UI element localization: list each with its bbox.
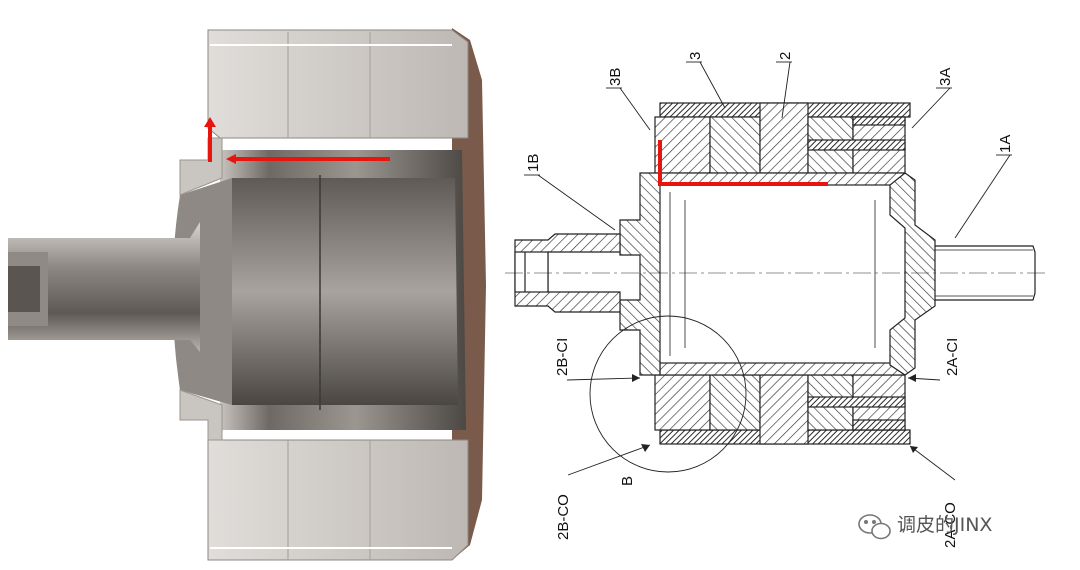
flow-path-section: [658, 140, 828, 186]
label-2b-co: 2B-CO: [555, 494, 572, 540]
end-cap-1b: [619, 172, 661, 376]
top-block-left: [654, 116, 711, 174]
label-2a-co: 2A-CO: [942, 502, 959, 548]
arrowhead-2aci: [908, 374, 916, 382]
watermark: 调皮的JINX: [858, 514, 992, 540]
hub-wall-lower: [179, 389, 223, 441]
detail-circle-b: [589, 315, 747, 473]
label-b: B: [619, 476, 636, 486]
arrowhead-2aco: [910, 446, 918, 453]
wechat-icon: [858, 514, 891, 540]
end-cap-1a: [889, 172, 936, 376]
drum-bore: [218, 178, 458, 405]
flow-arrow-render: [204, 117, 390, 164]
label-2b-ci: 2B-CI: [554, 338, 571, 376]
bottom-block-left: [654, 374, 711, 431]
output-shaft: [8, 222, 200, 352]
label-2a-ci: 2A-CI: [944, 338, 961, 376]
shaft-1a: [935, 245, 1036, 301]
rotor-cutaway-render: [8, 28, 486, 561]
top-magnet-block: [207, 29, 469, 139]
label-2: 2: [777, 52, 794, 60]
section-drawing: [505, 102, 1045, 473]
label-1b: 1B: [525, 154, 542, 172]
label-3b: 3B: [607, 68, 624, 86]
bottom-magnet-block: [207, 439, 469, 561]
label-1a: 1A: [997, 135, 1014, 153]
watermark-text: 调皮的JINX: [897, 514, 992, 536]
arrowhead-2bco: [641, 444, 650, 452]
bottom-block-2: [759, 374, 809, 445]
bottom-block-3: [709, 374, 761, 431]
label-3: 3: [687, 52, 704, 60]
label-3a: 3A: [937, 68, 954, 86]
arrowhead-2bci: [632, 374, 640, 382]
leader-lines: [524, 61, 1012, 481]
top-block-3: [709, 116, 761, 174]
inner-drum-bottom: [659, 362, 906, 376]
top-block-2: [759, 102, 809, 174]
hub-flange: [172, 178, 232, 405]
